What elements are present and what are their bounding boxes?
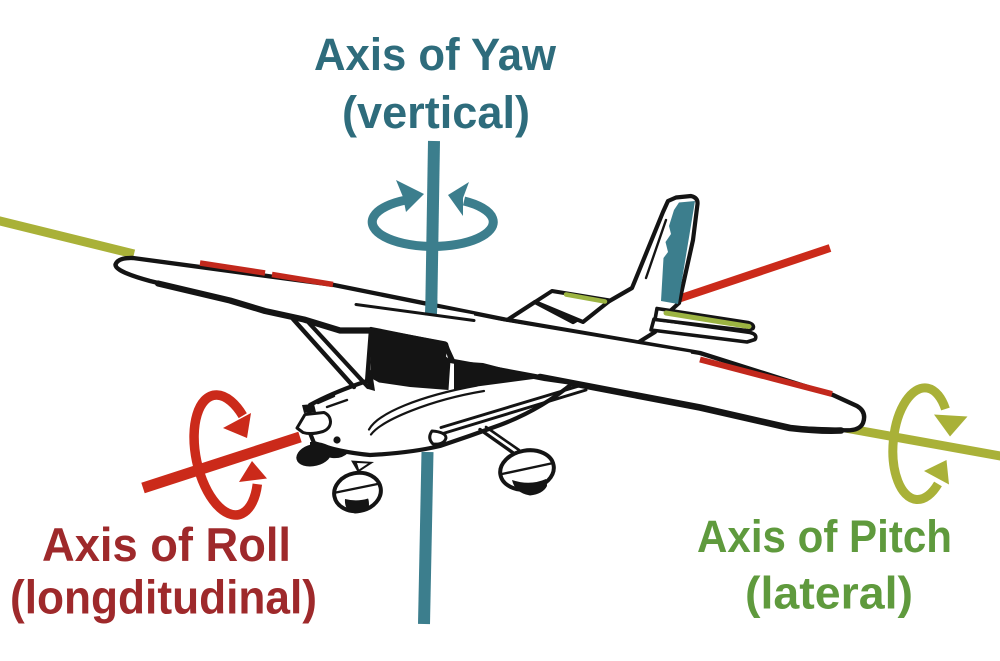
- svg-text:Axis of Pitch: Axis of Pitch: [697, 511, 952, 562]
- svg-text:(longditudinal): (longditudinal): [10, 571, 317, 624]
- svg-text:(vertical): (vertical): [342, 87, 530, 138]
- svg-text:Axis of Roll: Axis of Roll: [42, 518, 291, 571]
- svg-text:(lateral): (lateral): [745, 568, 913, 619]
- svg-text:Axis of Yaw: Axis of Yaw: [314, 29, 557, 80]
